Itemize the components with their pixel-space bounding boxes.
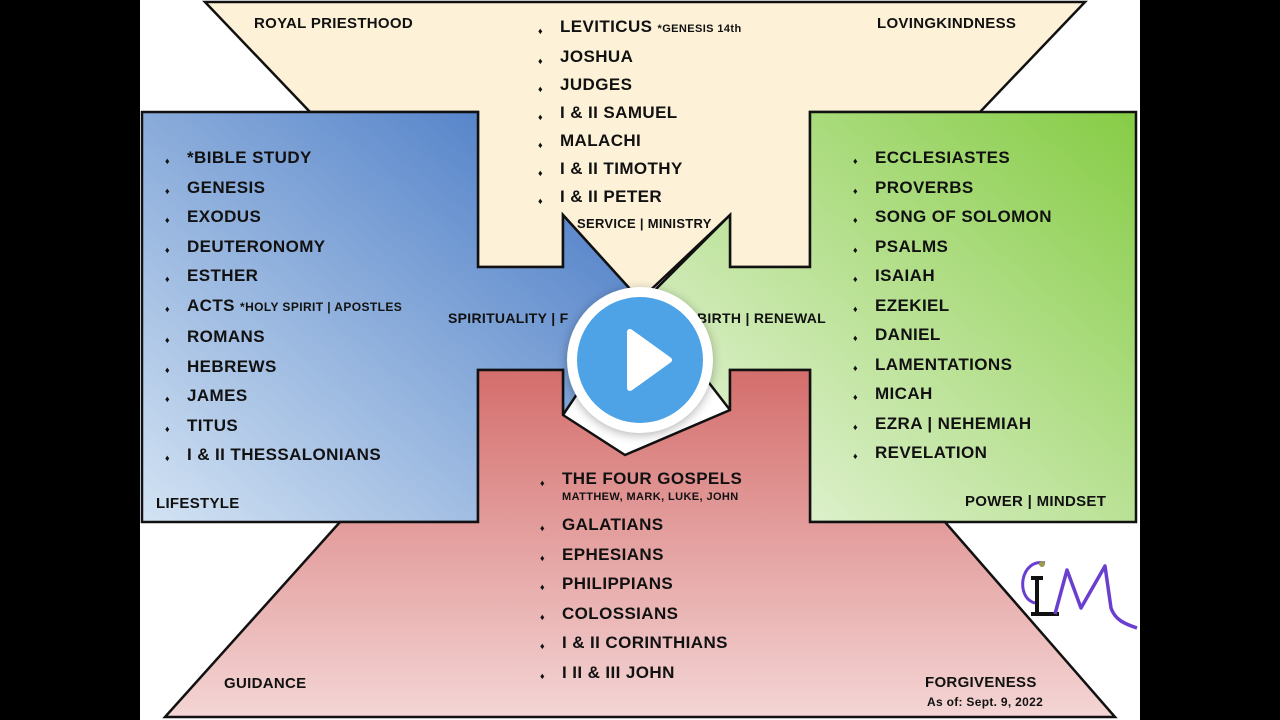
list-item: EZEKIEL: [853, 291, 1052, 323]
list-item: I & II SAMUEL: [538, 99, 742, 131]
logo-letter-m: [1053, 564, 1138, 630]
list-item: DEUTERONOMY: [165, 232, 402, 264]
list-item: LEVITICUS *GENESIS 14th: [538, 13, 742, 45]
lifestyle-label: LIFESTYLE: [156, 495, 240, 512]
renewal-label: BIRTH | RENEWAL: [697, 310, 826, 326]
left-book-list: *BIBLE STUDY GENESIS EXODUS DEUTERONOMY …: [165, 143, 402, 473]
service-ministry-label: SERVICE | MINISTRY: [577, 216, 712, 231]
list-item: PHILIPPIANS: [540, 569, 742, 602]
list-item: JAMES: [165, 381, 402, 414]
list-item: PROVERBS: [853, 173, 1052, 205]
list-item: EZRA | NEHEMIAH: [853, 409, 1052, 441]
play-button[interactable]: [567, 287, 713, 433]
list-item: *BIBLE STUDY: [165, 143, 402, 176]
list-item: TITUS: [165, 411, 402, 443]
top-book-list: LEVITICUS *GENESIS 14th JOSHUA JUDGES I …: [538, 13, 742, 215]
list-item: I II & III JOHN: [540, 658, 742, 690]
power-mindset-label: POWER | MINDSET: [965, 493, 1107, 510]
list-item: GALATIANS: [540, 510, 742, 543]
list-item: EXODUS: [165, 202, 402, 235]
royal-priesthood-label: ROYAL PRIESTHOOD: [254, 15, 413, 32]
list-item: HEBREWS: [165, 352, 402, 384]
list-item: I & II PETER: [538, 183, 742, 215]
list-item: ECCLESIASTES: [853, 143, 1052, 176]
ilm-logo: [1021, 561, 1138, 630]
list-item: JUDGES: [538, 71, 742, 103]
lovingkindness-label: LOVINGKINDNESS: [877, 15, 1017, 32]
play-icon: [627, 329, 672, 391]
forgiveness-label: FORGIVENESS: [925, 674, 1037, 691]
list-item: ESTHER: [165, 261, 402, 294]
date-label: As of: Sept. 9, 2022: [927, 695, 1044, 709]
list-item: SONG OF SOLOMON: [853, 202, 1052, 235]
list-item: REVELATION: [853, 438, 1052, 471]
guidance-label: GUIDANCE: [224, 675, 307, 692]
list-item: DANIEL: [853, 320, 1052, 353]
list-item: ACTS *HOLY SPIRIT | APOSTLES: [165, 291, 402, 323]
list-item: EPHESIANS: [540, 540, 742, 572]
list-item: JOSHUA: [538, 43, 742, 75]
list-item: ROMANS: [165, 322, 402, 355]
list-item: I & II TIMOTHY: [538, 155, 742, 187]
list-item: MICAH: [853, 379, 1052, 412]
list-item: I & II THESSALONIANS: [165, 440, 402, 473]
right-book-list: ECCLESIASTES PROVERBS SONG OF SOLOMON PS…: [853, 143, 1052, 471]
list-item: MALACHI: [538, 127, 742, 159]
list-item: ISAIAH: [853, 261, 1052, 294]
logo-letter-l: [1031, 576, 1059, 616]
list-item: LAMENTATIONS: [853, 350, 1052, 382]
list-item: I & II CORINTHIANS: [540, 628, 742, 661]
list-item: GENESIS: [165, 173, 402, 205]
spirituality-label: SPIRITUALITY | F: [448, 310, 569, 326]
list-item: COLOSSIANS: [540, 599, 742, 631]
list-item: PSALMS: [853, 232, 1052, 264]
